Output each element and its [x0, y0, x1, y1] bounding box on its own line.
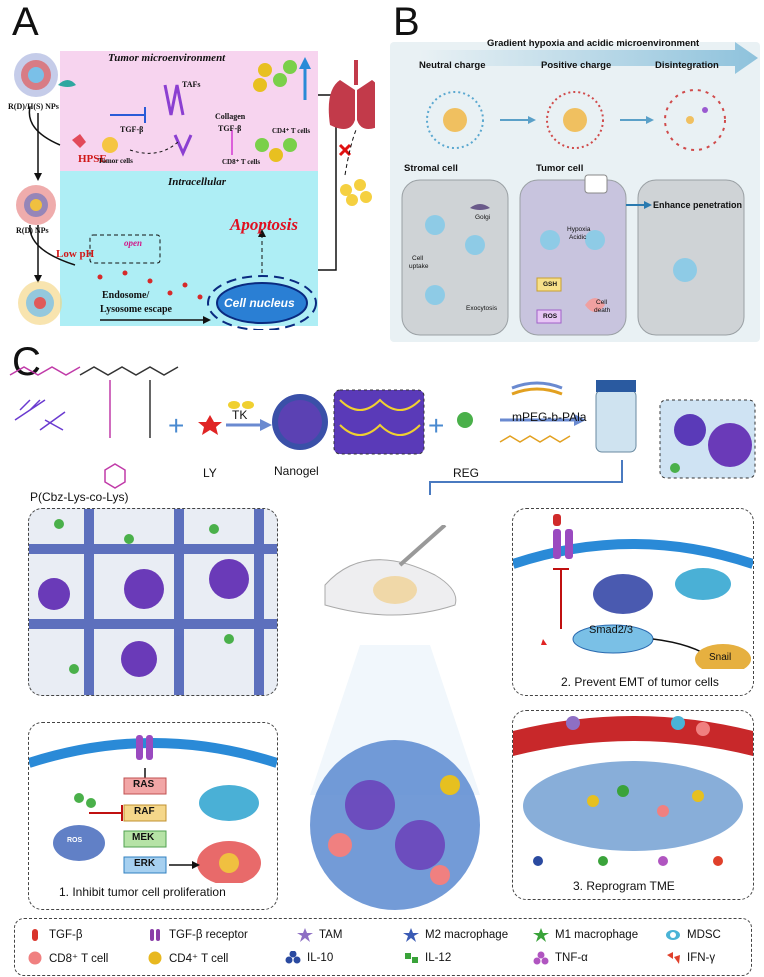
golgi-label: Golgi — [475, 214, 491, 221]
cell-death-label-2: death — [594, 307, 611, 314]
tgfb-label-2: TGF-β — [218, 124, 242, 133]
hydrogel-network — [29, 509, 277, 695]
m1-icon — [533, 928, 549, 942]
legend-item-cd4: CD4⁺ T cell — [147, 951, 228, 965]
tgfb-label-1: TGF-β — [120, 125, 144, 134]
m2-icon — [403, 928, 419, 942]
panel-b-letter: B — [393, 0, 420, 44]
cell-nucleus-label: Cell nucleus — [224, 296, 295, 310]
panel-a-letter: A — [12, 0, 39, 44]
ifng-icon — [667, 952, 680, 964]
panel-c-letter: C — [12, 340, 41, 384]
exocytosis-label: Exocytosis — [466, 305, 498, 312]
ros-label-c: ROS — [67, 837, 83, 844]
low-ph-label: Low pH — [56, 248, 95, 260]
cd8-label: CD8⁺ T cells — [222, 158, 261, 166]
intracellular-title: Intracellular — [168, 176, 227, 188]
panel-a-figure — [14, 51, 375, 330]
np-label-rd: R(D) NPs — [16, 226, 49, 235]
ly-label: LY — [203, 466, 217, 480]
cd8-icon — [28, 951, 42, 965]
legend-item-il12: IL-12 — [403, 951, 451, 965]
svg-text:+: + — [168, 410, 184, 441]
neutral-charge-label: Neutral charge — [419, 60, 486, 71]
mdsc-icon — [666, 930, 680, 940]
gradient-label: Gradient hypoxia and acidic microenviron… — [487, 38, 700, 49]
tnfa-icon — [533, 951, 549, 965]
step3-label: 3. Reprogram TME — [573, 879, 675, 893]
enhance-penetration-label: Enhance penetration — [653, 200, 743, 210]
emt-illustration — [513, 514, 753, 674]
panel-b-figure — [390, 42, 760, 342]
legend-item-m2: M2 macrophage — [403, 928, 508, 942]
mek-label: MEK — [132, 832, 155, 843]
hypoxia-label: Hypoxia — [567, 226, 591, 233]
legend-item-cd8: CD8⁺ T cell — [27, 951, 108, 965]
il10-icon — [285, 951, 301, 964]
cell-uptake-label-1: Cell — [412, 255, 424, 262]
tme-illustration — [513, 716, 753, 866]
tumor-cell-label: Tumor cell — [536, 163, 584, 174]
nanogel-label: Nanogel — [274, 464, 319, 478]
reg-label: REG — [453, 466, 480, 480]
legend-item-mdsc: MDSC — [665, 928, 721, 942]
stromal-cell-label: Stromal cell — [404, 163, 458, 174]
ras-label: RAS — [133, 779, 155, 790]
np-label-rdhs: R(D)/H(S) NPs — [8, 102, 59, 111]
collagen-label: Collagen — [215, 112, 246, 121]
legend-item-tgfb: TGF-β — [27, 928, 82, 942]
raf-label: RAF — [134, 806, 155, 817]
receptor-icon — [150, 929, 160, 941]
il12-icon — [405, 953, 418, 963]
rd-hs-nanoparticle — [14, 53, 58, 97]
tgfb-icon — [32, 929, 38, 941]
step2-label: 2. Prevent EMT of tumor cells — [561, 675, 719, 689]
legend-item-m1: M1 macrophage — [533, 928, 638, 942]
mpeg-label: mPEG-b-PAla — [512, 410, 587, 424]
lysosome-label: Lysosome escape — [100, 304, 172, 315]
hydrogel-network-box — [28, 508, 278, 696]
acidic-label: Acidic — [569, 234, 587, 241]
ros-label-b: ROS — [543, 313, 558, 320]
tafs-label: TAFs — [182, 80, 201, 89]
positive-charge-label: Positive charge — [541, 60, 612, 71]
step1-label: 1. Inhibit tumor cell proliferation — [59, 885, 226, 899]
tk-label: TK — [232, 408, 248, 422]
tam-icon — [297, 928, 313, 942]
legend-item-tgfb-receptor: TGF-β receptor — [147, 928, 248, 942]
legend-item-il10: IL-10 — [285, 951, 333, 965]
legend-item-ifng: IFN-γ — [665, 951, 715, 965]
gsh-label: GSH — [543, 281, 558, 288]
erk-label: ERK — [134, 858, 156, 869]
legend-item-tam: TAM — [297, 928, 342, 942]
legend-item-tnfa: TNF-α — [533, 951, 588, 965]
mouse-and-tumor — [310, 525, 480, 910]
proliferation-box: RAS RAF MEK ERK ROS 1. Inhibit tumor cel… — [28, 722, 278, 910]
emt-box: Smad2/3 Snail 2. Prevent EMT of tumor ce… — [512, 508, 754, 696]
disintegration-label: Disintegration — [655, 60, 719, 71]
open-label: open — [124, 238, 142, 248]
apoptosis-label: Apoptosis — [230, 215, 299, 234]
tme-title: Tumor microenvironment — [108, 52, 226, 64]
cd4-label: CD4⁺ T cells — [272, 127, 311, 135]
svg-text:+: + — [428, 410, 444, 441]
mapk-pathway — [29, 735, 277, 885]
tumor-cells-label: Tumor cells — [98, 157, 133, 165]
cell-uptake-label-2: uptake — [409, 263, 429, 270]
panel-c-synthesis: + + — [9, 366, 756, 495]
smad-label: Smad2/3 — [589, 624, 634, 636]
endosome-label: Endosome/ — [102, 290, 150, 301]
cell-death-label-1: Cell — [596, 299, 608, 306]
snail-label: Snail — [709, 652, 732, 663]
polymer-label: P(Cbz-Lys-co-Lys) — [30, 490, 129, 504]
hpse-label: HPSE — [78, 153, 107, 165]
cd4-icon — [148, 951, 162, 965]
legend: TGF-β TGF-β receptor TAM M2 macrophage M… — [14, 918, 752, 976]
reprogram-tme-box: 3. Reprogram TME — [512, 710, 754, 900]
